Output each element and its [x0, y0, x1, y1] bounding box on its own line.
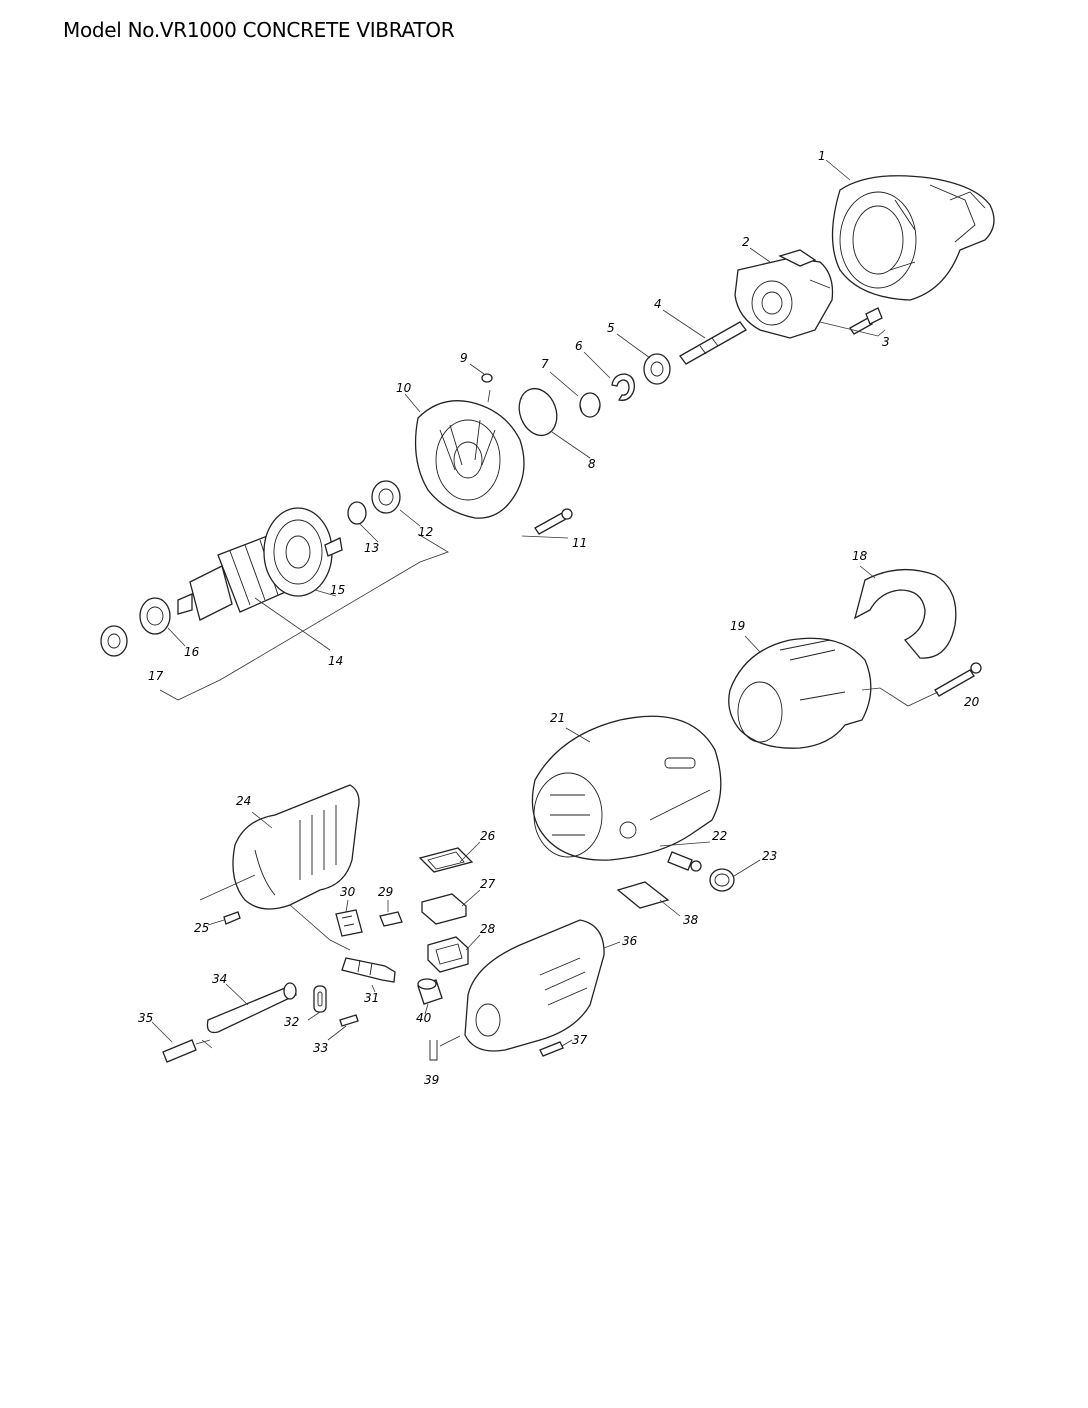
part-label-33: 33 [313, 1041, 328, 1055]
part-10-housing-end [414, 400, 525, 519]
part-label-29: 29 [378, 885, 393, 899]
part-7-sleeve [579, 392, 601, 418]
part-21-main-housing [531, 715, 722, 861]
part-label-28: 28 [480, 922, 496, 936]
part-26-gasket [418, 847, 474, 873]
part-27-switch-plate [421, 893, 467, 925]
part-label-31: 31 [364, 991, 379, 1005]
part-label-38: 38 [683, 913, 699, 927]
part-label-5: 5 [607, 321, 615, 335]
part-label-25: 25 [194, 921, 209, 935]
part-18-baffle-plate [853, 568, 957, 659]
part-35-cord [162, 1039, 197, 1063]
part-4-spindle [679, 321, 747, 365]
part-1-gear-housing [831, 175, 995, 301]
page-title: Model No.VR1000 CONCRETE VIBRATOR [63, 18, 455, 42]
part-12-bearing [371, 480, 401, 514]
part-label-9: 9 [460, 351, 468, 365]
part-label-23: 23 [762, 849, 777, 863]
part-label-10: 10 [396, 381, 412, 395]
part-23-brush-cap [709, 868, 735, 892]
part-2-bearing-box [734, 249, 834, 339]
part-32-cord-clamp [313, 985, 327, 1013]
part-36-handle-cover [464, 919, 605, 1052]
part-label-14: 14 [328, 654, 343, 668]
part-label-18: 18 [852, 549, 868, 563]
part-30-terminal-block [335, 909, 363, 937]
part-38-label [616, 881, 670, 909]
part-number-labels: 1 2 3 4 5 6 7 8 9 10 11 12 13 14 15 16 1… [138, 149, 980, 1087]
part-label-3: 3 [882, 335, 890, 349]
part-11-screw [534, 508, 573, 535]
part-label-35: 35 [138, 1011, 153, 1025]
part-label-16: 16 [184, 645, 200, 659]
part-label-7: 7 [541, 357, 549, 371]
part-label-15: 15 [330, 583, 345, 597]
part-25-pin [223, 911, 241, 925]
leader-lines [151, 159, 939, 1049]
part-39-clip [429, 1040, 438, 1061]
part-label-39: 39 [424, 1073, 439, 1087]
part-label-21: 21 [550, 711, 565, 725]
part-label-8: 8 [588, 457, 596, 471]
part-label-26: 26 [480, 829, 496, 843]
part-label-36: 36 [622, 934, 638, 948]
part-label-27: 27 [480, 877, 496, 891]
part-5-ball-bearing [643, 353, 671, 385]
part-9-pin [481, 373, 493, 383]
part-label-2: 2 [742, 235, 750, 249]
part-label-4: 4 [654, 297, 662, 311]
part-37-screw [539, 1041, 564, 1057]
part-3-screw [849, 307, 883, 335]
part-label-19: 19 [730, 619, 745, 633]
part-label-34: 34 [212, 972, 227, 986]
part-20-screw [934, 662, 982, 697]
part-13-washer [347, 501, 367, 525]
part-19-motor-housing [728, 637, 872, 749]
part-14-armature [177, 507, 343, 621]
part-28-switch [427, 936, 469, 973]
part-label-1: 1 [818, 149, 826, 163]
part-label-13: 13 [364, 541, 379, 555]
part-label-12: 12 [418, 525, 433, 539]
part-label-24: 24 [236, 794, 251, 808]
part-31-strain-relief [341, 957, 396, 983]
part-label-22: 22 [712, 829, 727, 843]
part-16-bearing [139, 597, 171, 635]
part-label-40: 40 [416, 1011, 432, 1025]
part-33-screw [339, 1014, 359, 1027]
part-label-20: 20 [964, 695, 980, 709]
part-29-connector [379, 911, 403, 927]
part-label-30: 30 [340, 885, 356, 899]
part-label-6: 6 [575, 339, 583, 353]
part-8-o-ring [518, 387, 558, 437]
part-label-11: 11 [572, 536, 587, 550]
part-24-handle-half [232, 784, 360, 910]
part-17-bearing [100, 625, 128, 657]
part-34-cord-guard [206, 982, 297, 1034]
part-label-37: 37 [572, 1033, 588, 1047]
part-label-32: 32 [284, 1015, 299, 1029]
part-label-17: 17 [148, 669, 164, 683]
part-22-carbon-brush [667, 851, 702, 872]
part-6-retaining-ring [611, 373, 635, 401]
part-40-sleeve [417, 978, 443, 1005]
